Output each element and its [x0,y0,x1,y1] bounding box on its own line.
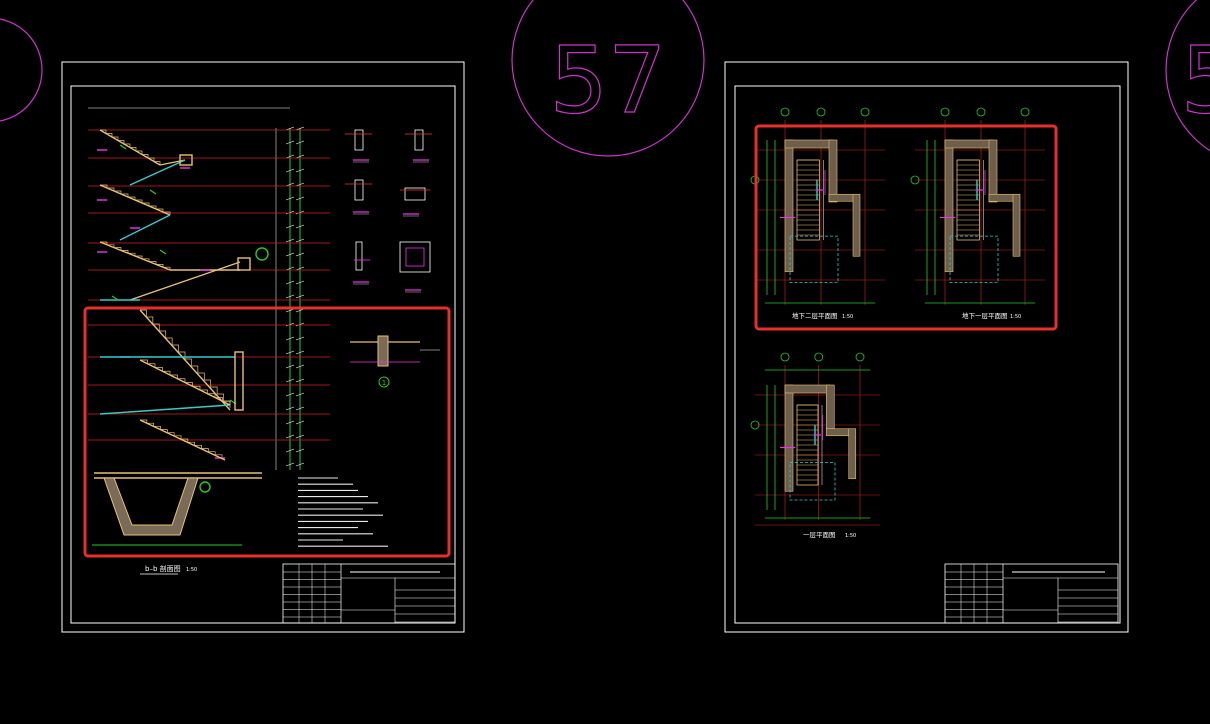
sheet-number-circles: 57 5 [0,0,1210,157]
section-title: b–b 剖面图 [145,564,181,573]
right-drawing-sheet[interactable]: 地下二层平面图 1:50 地下一层平面图 1:50 一层平面图 1:50 [724,61,1129,633]
stair-section-lower [94,309,262,536]
highlight-box-section[interactable] [83,306,451,558]
title-block [282,563,456,624]
title-block [944,563,1119,624]
plan-title-level-1: 一层平面图 [803,531,836,539]
detail-sketches [345,129,432,273]
detail-labels [353,159,429,293]
dimension-ticks [285,126,305,467]
section-scale: 1:50 [186,567,197,573]
plan-scale-level-1: 1:50 [845,533,856,539]
detail-1: 1 [350,335,440,388]
highlight-box-plans[interactable] [754,124,1058,331]
plan-title-basement-1: 地下一层平面图 [962,311,1008,320]
detail-marker-label: 1 [382,379,386,387]
sheet-number-circle-57 [511,0,705,157]
stair-section-upper [99,129,269,301]
plan-scale-basement-1: 1:50 [1010,314,1021,320]
floor-level-lines [88,107,330,441]
sheet-number-5: 5 [1181,27,1210,134]
left-drawing-sheet[interactable]: 1 b–b 剖面图 1:50 [61,61,465,633]
sheet-number-circle-5 [1165,0,1210,152]
detail-marker-1 [378,376,390,388]
floor-plans [750,107,1045,526]
sheet-number-57: 57 [549,27,666,134]
plan-scale-basement-2: 1:50 [842,314,853,320]
plan-title-basement-2: 地下二层平面图 [792,311,838,320]
general-notes [298,477,388,547]
